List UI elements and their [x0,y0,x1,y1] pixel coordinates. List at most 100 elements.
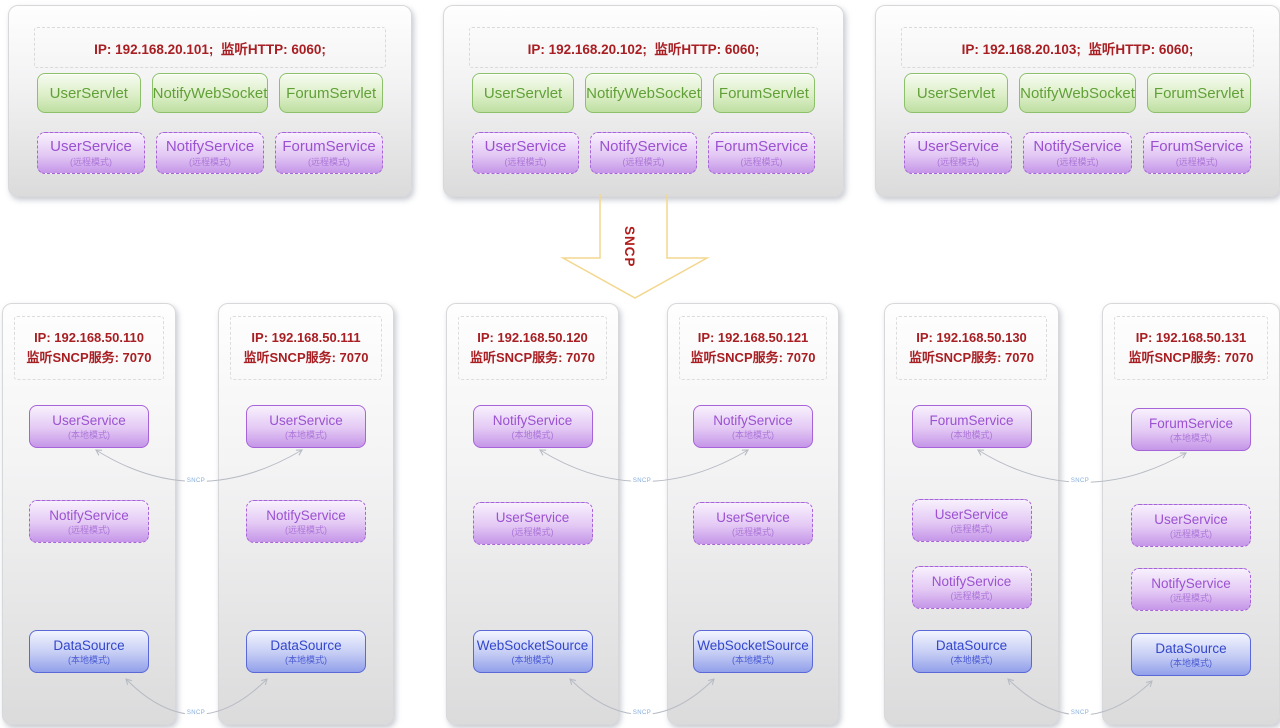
service-mode: (本地模式) [511,429,554,440]
servlet-row: UserServlet NotifyWebSocket ForumServlet [904,73,1251,113]
sncp-server-node-120: IP: 192.168.50.120 监听SNCP服务: 7070 Notify… [446,303,619,725]
ip-text: IP: 192.168.50.131 [1135,329,1247,345]
ip-header: IP: 192.168.50.121 监听SNCP服务: 7070 [679,316,827,380]
service-box-notify-local: NotifyService (本地模式) [693,405,813,448]
service-mode: (远程模式) [950,523,993,534]
websocketsource-box: WebSocketSource (本地模式) [693,630,813,673]
source-name: DataSource [270,637,342,653]
source-name: DataSource [1155,640,1227,656]
service-mode: (远程模式) [504,157,547,168]
datasource-box: DataSource (本地模式) [911,630,1032,673]
ip-header: IP: 192.168.50.111 监听SNCP服务: 7070 [230,316,382,380]
service-name: UserService [50,138,132,156]
service-name: UserService [716,509,790,525]
remote-service-row: UserService (远程模式) NotifyService (远程模式) … [37,132,383,174]
service-box-forum-remote: ForumService (远程模式) [708,132,815,174]
ip-header: IP: 192.168.20.103; 监听HTTP: 6060; [901,27,1254,68]
service-mode: (本地模式) [285,429,327,440]
sncp-server-node-121: IP: 192.168.50.121 监听SNCP服务: 7070 Notify… [667,303,839,725]
service-name: UserService [1154,511,1228,527]
datasource-box: DataSource (本地模式) [29,630,149,673]
service-name: UserService [52,412,126,428]
ip-text: IP: 192.168.50.121 [697,329,809,345]
ip-text: IP: 192.168.20.101; 监听HTTP: 6060; [94,41,326,57]
service-mode: (远程模式) [1170,528,1212,539]
service-box-notify-remote: NotifyService (远程模式) [590,132,697,174]
servlet-box-forum: ForumServlet [712,73,815,113]
listen-text: 监听SNCP服务: 7070 [1128,350,1254,365]
service-name: NotifyService [1033,138,1122,156]
sncp-server-node-131: IP: 192.168.50.131 监听SNCP服务: 7070 ForumS… [1102,303,1280,725]
service-name: NotifyService [492,412,573,428]
service-box-user-remote: UserService (远程模式) [472,132,579,174]
service-mode: (本地模式) [950,429,993,440]
servlet-row: UserServlet NotifyWebSocket ForumServlet [37,73,383,113]
service-mode: (远程模式) [622,157,665,168]
service-box-forum-local: ForumService (本地模式) [911,405,1032,448]
service-box-user-local: UserService (本地模式) [246,405,366,448]
service-box-user-remote: UserService (远程模式) [904,132,1013,174]
link-label-sncp: SNCP [1068,710,1092,716]
service-name: NotifyService [1151,575,1231,591]
service-box-user-local: UserService (本地模式) [29,405,149,448]
service-mode: (远程模式) [1056,157,1099,168]
source-mode: (本地模式) [1170,657,1212,668]
http-server-node-103: IP: 192.168.20.103; 监听HTTP: 6060; UserSe… [875,5,1280,197]
listen-text: 监听SNCP服务: 7070 [909,350,1034,365]
servlet-box-forum: ForumServlet [1146,73,1251,113]
servlet-box-user: UserServlet [904,73,1009,113]
remote-service-row: UserService (远程模式) NotifyService (远程模式) … [904,132,1251,174]
servlet-row: UserServlet NotifyWebSocket ForumServlet [472,73,815,113]
service-name: ForumService [282,138,376,156]
service-box-user-remote: UserService (远程模式) [911,499,1032,542]
ip-text: IP: 192.168.20.103; 监听HTTP: 6060; [961,41,1194,57]
service-box-notify-remote: NotifyService (远程模式) [246,500,366,543]
ip-text: IP: 192.168.50.130 [916,329,1027,345]
ip-header: IP: 192.168.50.130 监听SNCP服务: 7070 [896,316,1047,380]
service-mode: (远程模式) [308,157,350,168]
link-label-sncp: SNCP [630,478,654,484]
service-mode: (远程模式) [511,526,554,537]
sncp-server-node-130: IP: 192.168.50.130 监听SNCP服务: 7070 ForumS… [884,303,1059,725]
ip-header: IP: 192.168.20.102; 监听HTTP: 6060; [469,27,818,68]
service-name: NotifyService [165,138,255,156]
service-mode: (远程模式) [68,524,110,535]
sncp-arrow-label: SNCP [622,226,637,268]
source-mode: (本地模式) [732,654,774,665]
servlet-box-user: UserServlet [37,73,141,113]
service-name: NotifyService [599,138,688,156]
service-mode: (远程模式) [732,526,774,537]
listen-text: 监听SNCP服务: 7070 [243,350,369,365]
ip-text: IP: 192.168.20.102; 监听HTTP: 6060; [527,41,760,57]
servlet-box-notify-websocket: NotifyWebSocket [1019,73,1136,113]
source-mode: (本地模式) [511,654,554,665]
service-mode: (本地模式) [68,429,110,440]
sncp-server-node-111: IP: 192.168.50.111 监听SNCP服务: 7070 UserSe… [218,303,394,725]
service-box-user-remote: UserService (远程模式) [1131,504,1251,547]
source-name: WebSocketSource [476,637,589,653]
ip-header: IP: 192.168.20.101; 监听HTTP: 6060; [34,27,386,68]
source-mode: (本地模式) [285,654,327,665]
service-box-notify-remote: NotifyService (远程模式) [1023,132,1132,174]
listen-text: 监听SNCP服务: 7070 [26,350,152,365]
service-name: ForumService [1148,415,1234,431]
source-mode: (本地模式) [950,654,993,665]
ip-text: IP: 192.168.50.111 [251,329,361,345]
service-mode: (远程模式) [1175,157,1218,168]
service-box-user-remote: UserService (远程模式) [37,132,145,174]
link-label-sncp: SNCP [184,710,208,716]
service-box-forum-local: ForumService (本地模式) [1131,408,1251,451]
service-mode: (远程模式) [70,157,112,168]
service-mode: (本地模式) [732,429,774,440]
servlet-box-notify-websocket: NotifyWebSocket [151,73,269,113]
service-box-user-remote: UserService (远程模式) [693,502,813,545]
source-mode: (本地模式) [68,654,110,665]
service-mode: (远程模式) [937,157,980,168]
service-name: ForumService [714,138,809,156]
service-mode: (远程模式) [740,157,783,168]
remote-service-row: UserService (远程模式) NotifyService (远程模式) … [472,132,815,174]
ip-header: IP: 192.168.50.120 监听SNCP服务: 7070 [458,316,607,380]
datasource-box: DataSource (本地模式) [246,630,366,673]
listen-text: 监听SNCP服务: 7070 [690,350,816,365]
servlet-box-notify-websocket: NotifyWebSocket [585,73,702,113]
